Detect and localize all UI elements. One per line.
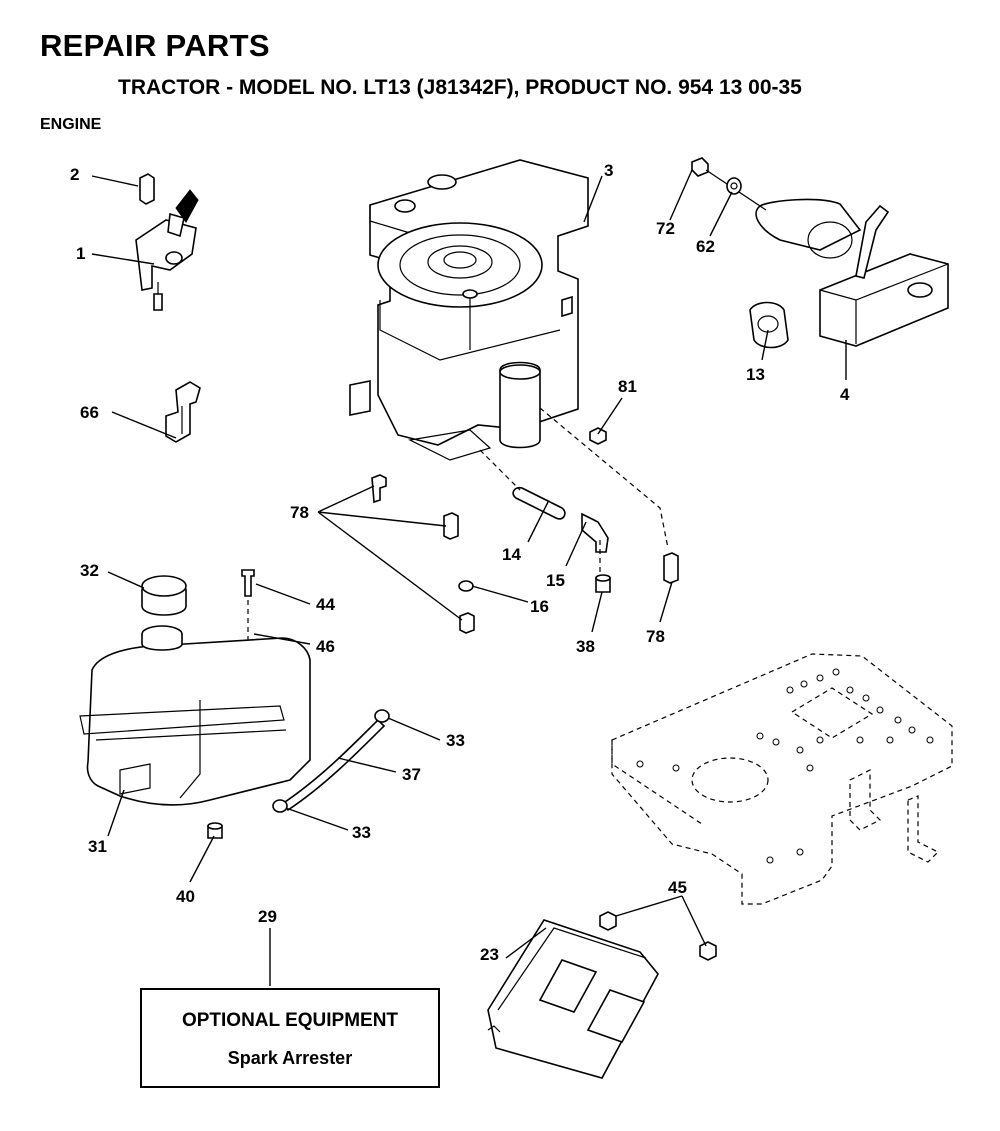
clamp-part-33	[272, 709, 390, 813]
fuel-tank-part	[79, 625, 311, 806]
screw-part-44	[241, 569, 255, 597]
frame-part	[611, 653, 953, 905]
assembly-line-1	[539, 407, 669, 549]
callout-46: 46	[316, 637, 335, 656]
engine-part	[349, 159, 589, 461]
callout-4: 4	[840, 385, 850, 404]
bolt-parts-78	[371, 474, 679, 634]
callout-29: 29	[258, 907, 277, 926]
fuel-line-part	[280, 718, 386, 812]
screw-parts-45	[599, 911, 717, 961]
washer-part-62	[726, 177, 742, 195]
callout-37: 37	[402, 765, 421, 784]
callout-38: 38	[576, 637, 595, 656]
callout-16: 16	[530, 597, 549, 616]
callout-66: 66	[80, 403, 99, 422]
callout-45: 45	[668, 878, 687, 897]
callout-72: 72	[656, 219, 675, 238]
nut-part-16	[458, 580, 474, 592]
callout-3: 3	[604, 161, 613, 180]
page-subtitle: TRACTOR - MODEL NO. LT13 (J81342F), PROD…	[118, 76, 802, 99]
bracket-part-66	[165, 381, 201, 443]
grommet-part-40	[207, 822, 223, 839]
callout-40: 40	[176, 887, 195, 906]
callout-78-a: 78	[290, 503, 309, 522]
throttle-control-part	[135, 173, 199, 311]
callout-13: 13	[746, 365, 765, 384]
assembly-line-2	[479, 449, 521, 491]
optional-equipment-item: Spark Arrester	[227, 1048, 353, 1068]
muffler-part	[755, 198, 949, 347]
callout-62: 62	[696, 237, 715, 256]
optional-equipment-heading: OPTIONAL EQUIPMENT	[181, 1010, 399, 1031]
callout-33-a: 33	[446, 731, 465, 750]
callout-1: 1	[76, 244, 85, 263]
leader-lines	[91, 169, 847, 986]
callout-15: 15	[546, 571, 565, 590]
heat-shield-part	[487, 919, 659, 1079]
section-label: ENGINE	[40, 116, 102, 133]
callout-labels: 2 1 66 3 72 62 13 4 81 78 14 15 16 38 78…	[70, 161, 850, 964]
elbow-part-15	[581, 512, 609, 553]
callout-33-b: 33	[352, 823, 371, 842]
callout-2: 2	[70, 165, 79, 184]
callout-31: 31	[88, 837, 107, 856]
callout-44: 44	[316, 595, 335, 614]
optional-equipment-box: OPTIONAL EQUIPMENT Spark Arrester	[140, 988, 440, 1088]
nut-part-81	[589, 427, 607, 445]
gasket-part-13	[749, 301, 789, 349]
spacer-part-38	[595, 574, 611, 593]
hose-part-14	[512, 486, 566, 520]
callout-23: 23	[480, 945, 499, 964]
callout-14: 14	[502, 545, 521, 564]
callout-32: 32	[80, 561, 99, 580]
callout-81: 81	[618, 377, 637, 396]
fuel-cap-part	[141, 575, 187, 616]
callout-78-b: 78	[646, 627, 665, 646]
page-title: REPAIR PARTS	[40, 28, 270, 63]
